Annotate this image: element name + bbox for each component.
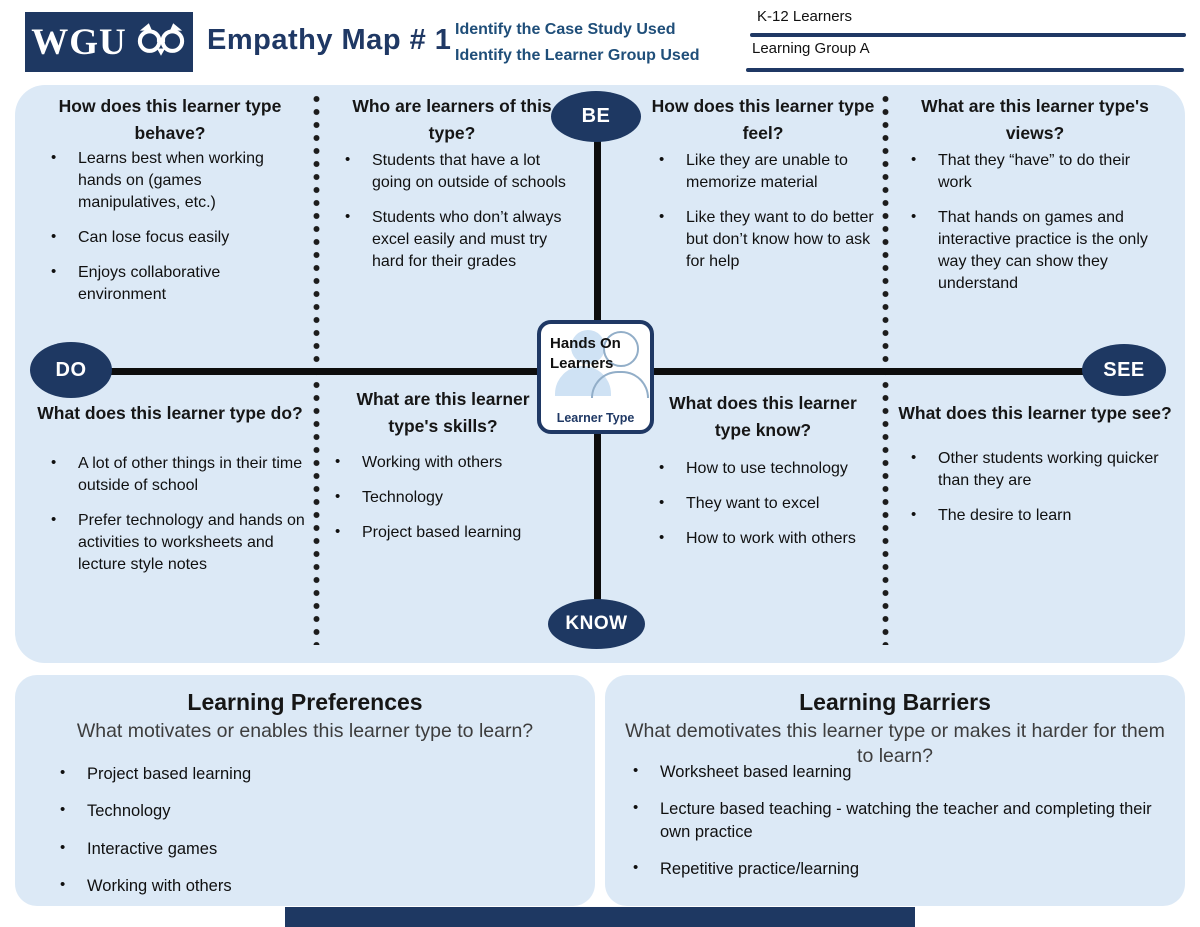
preferences-subtitle: What motivates or enables this learner t… xyxy=(76,720,534,742)
bullet-item: Prefer technology and hands on activitie… xyxy=(48,510,308,576)
quadrant-views-heading: What are this learner type's views? xyxy=(921,96,1149,144)
axis-badge-be: BE xyxy=(551,91,641,142)
quadrant-who-heading: Who are learners of this type? xyxy=(352,96,552,144)
barriers-bullets: Worksheet based learningLecture based te… xyxy=(630,761,1160,895)
person-icon-filled xyxy=(571,330,605,364)
quadrant-see-bullets: Other students working quicker than they… xyxy=(908,448,1160,540)
footer-bar xyxy=(285,907,915,927)
barriers-title: Learning Barriers xyxy=(799,689,991,715)
quadrant-skills-bullets: Working with othersTechnologyProject bas… xyxy=(332,452,576,557)
bullet-item: Repetitive practice/learning xyxy=(630,858,1160,880)
bullet-item: Working with others xyxy=(332,452,576,474)
axis-badge-know: KNOW xyxy=(548,599,645,649)
case-study-field[interactable]: K-12 Learners xyxy=(757,8,853,25)
bullet-item: How to work with others xyxy=(656,528,876,550)
wgu-logo-text: WGU xyxy=(31,21,127,63)
owl-icon xyxy=(135,21,187,63)
learner-type-value: Hands On Learners xyxy=(550,335,621,373)
quadrant-know-bullets: How to use technologyThey want to excelH… xyxy=(656,458,876,563)
quadrant-views-bullets: That they “have” to do their workThat ha… xyxy=(908,150,1158,308)
quadrant-who-bullets: Students that have a lot going on outsid… xyxy=(342,150,576,286)
bullet-item: A lot of other things in their time outs… xyxy=(48,453,308,497)
bullet-item: Can lose focus easily xyxy=(48,227,300,249)
quadrant-do-heading: What does this learner type do? xyxy=(37,403,303,423)
identify-labels: Identify the Case Study Used Identify th… xyxy=(455,17,699,68)
quadrant-know-heading: What does this learner type know? xyxy=(669,393,857,441)
preferences-card: Learning Preferences What motivates or e… xyxy=(15,675,595,906)
learner-group-field[interactable]: Learning Group A xyxy=(752,40,870,57)
axis-badge-do: DO xyxy=(30,342,112,398)
bullet-item: Students who don’t always excel easily a… xyxy=(342,207,576,273)
bullet-item: Technology xyxy=(57,800,557,822)
learner-group-underline xyxy=(746,68,1184,72)
bullet-item: Students that have a lot going on outsid… xyxy=(342,150,576,194)
bullet-item: How to use technology xyxy=(656,458,876,480)
case-study-label: Identify the Case Study Used xyxy=(455,21,676,38)
bullet-item: The desire to learn xyxy=(908,505,1160,527)
bullet-item: Like they want to do better but don’t kn… xyxy=(656,207,876,273)
preferences-bullets: Project based learningTechnologyInteract… xyxy=(57,763,557,912)
bullet-item: That they “have” to do their work xyxy=(908,150,1158,194)
axis-badge-see: SEE xyxy=(1082,344,1166,396)
bullet-item: Like they are unable to memorize materia… xyxy=(656,150,876,194)
learner-type-card: Hands On Learners Learner Type xyxy=(537,320,654,434)
quadrant-behave-heading: How does this learner type behave? xyxy=(58,96,282,144)
bullet-item: Project based learning xyxy=(57,763,557,785)
bullet-item: Technology xyxy=(332,487,576,509)
page-title: Empathy Map # 1 xyxy=(207,24,452,56)
barriers-card: Learning Barriers What demotivates this … xyxy=(605,675,1185,906)
learner-group-label: Identify the Learner Group Used xyxy=(455,46,700,64)
case-study-underline xyxy=(750,33,1186,37)
quadrant-behave-bullets: Learns best when working hands on (games… xyxy=(48,148,300,319)
bullet-item: Enjoys collaborative environment xyxy=(48,262,300,306)
quadrant-skills-heading: What are this learner type's skills? xyxy=(356,389,530,437)
bullet-item: Project based learning xyxy=(332,522,576,544)
quadrant-feel-bullets: Like they are unable to memorize materia… xyxy=(656,150,876,286)
bullet-item: Other students working quicker than they… xyxy=(908,448,1160,492)
bullet-item: Working with others xyxy=(57,875,557,897)
bullet-item: Learns best when working hands on (games… xyxy=(48,148,300,214)
bullet-item: Interactive games xyxy=(57,838,557,860)
bullet-item: Worksheet based learning xyxy=(630,761,1160,783)
quadrant-see-heading: What does this learner type see? xyxy=(898,403,1172,423)
wgu-logo: WGU xyxy=(25,12,193,72)
person-icon-outline xyxy=(603,331,639,367)
bullet-item: That hands on games and interactive prac… xyxy=(908,207,1158,295)
bullet-item: They want to excel xyxy=(656,493,876,515)
bullet-item: Lecture based teaching - watching the te… xyxy=(630,798,1160,843)
learner-type-label: Learner Type xyxy=(556,411,635,425)
quadrant-feel-heading: How does this learner type feel? xyxy=(651,96,875,144)
preferences-title: Learning Preferences xyxy=(187,689,423,715)
quadrant-do-bullets: A lot of other things in their time outs… xyxy=(48,453,308,589)
